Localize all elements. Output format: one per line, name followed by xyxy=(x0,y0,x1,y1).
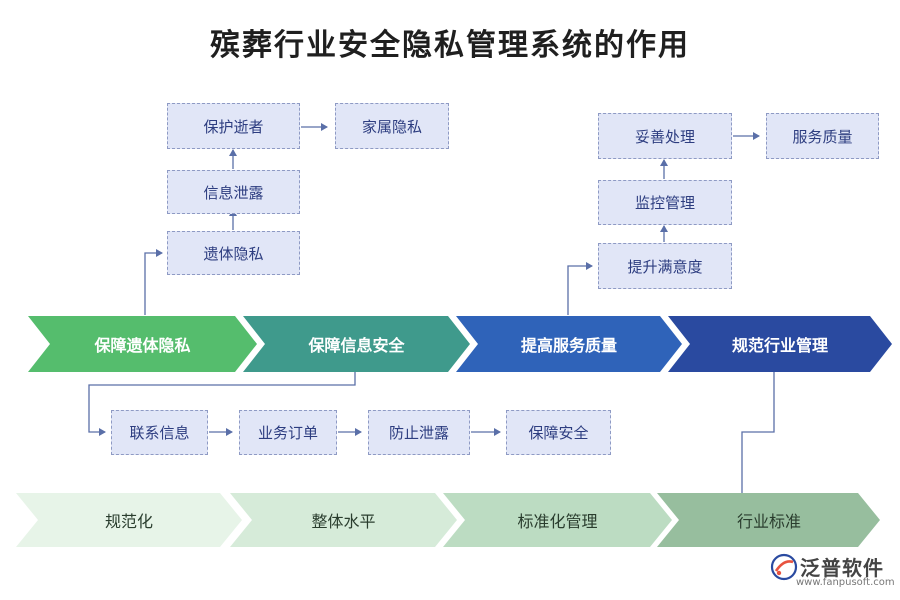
box-improve-satisfaction: 提升满意度 xyxy=(598,243,732,289)
chevron-1 xyxy=(28,316,257,372)
main-step-2: 保障信息安全 xyxy=(308,336,405,355)
page-title: 殡葬行业安全隐私管理系统的作用 xyxy=(210,28,690,63)
logo-url: www.fanpusoft.com xyxy=(796,577,895,588)
box-contact-info: 联系信息 xyxy=(111,410,208,455)
bottom-step-4: 行业标准 xyxy=(736,512,801,531)
logo-name: 泛普软件 xyxy=(800,556,884,580)
main-step-1: 保障遗体隐私 xyxy=(94,336,191,355)
box-family-privacy: 家属隐私 xyxy=(335,103,449,149)
box-monitor-management: 监控管理 xyxy=(598,180,732,225)
fanpu-logo-icon xyxy=(770,553,798,581)
connector-info-down xyxy=(88,372,356,436)
bottom-step-2: 整体水平 xyxy=(311,512,376,531)
bottom-step-1: 规范化 xyxy=(104,512,153,531)
bottom-chevron-3 xyxy=(443,493,672,547)
chevron-3 xyxy=(456,316,682,372)
chevron-2 xyxy=(243,316,470,372)
box-proper-handling: 妥善处理 xyxy=(598,113,732,159)
connector-management-down xyxy=(738,372,775,508)
box-protect-deceased: 保护逝者 xyxy=(167,103,300,149)
bottom-step-3: 标准化管理 xyxy=(517,512,598,531)
box-business-order: 业务订单 xyxy=(239,410,337,455)
bottom-chevron-2 xyxy=(230,493,457,547)
connector-privacy-up xyxy=(144,249,163,315)
bottom-chevron-1 xyxy=(16,493,242,547)
box-body-privacy: 遗体隐私 xyxy=(167,231,300,275)
box-info-leak: 信息泄露 xyxy=(167,170,300,214)
box-ensure-safety: 保障安全 xyxy=(506,410,611,455)
main-step-3: 提高服务质量 xyxy=(520,336,617,355)
brand-logo: 泛普软件 www.fanpusoft.com xyxy=(770,551,895,591)
box-prevent-leak: 防止泄露 xyxy=(368,410,470,455)
box-service-quality: 服务质量 xyxy=(766,113,879,159)
connector-service-up xyxy=(567,262,593,315)
main-step-4: 规范行业管理 xyxy=(731,336,828,355)
bottom-chevron-4 xyxy=(657,493,880,547)
chevron-4 xyxy=(668,316,892,372)
